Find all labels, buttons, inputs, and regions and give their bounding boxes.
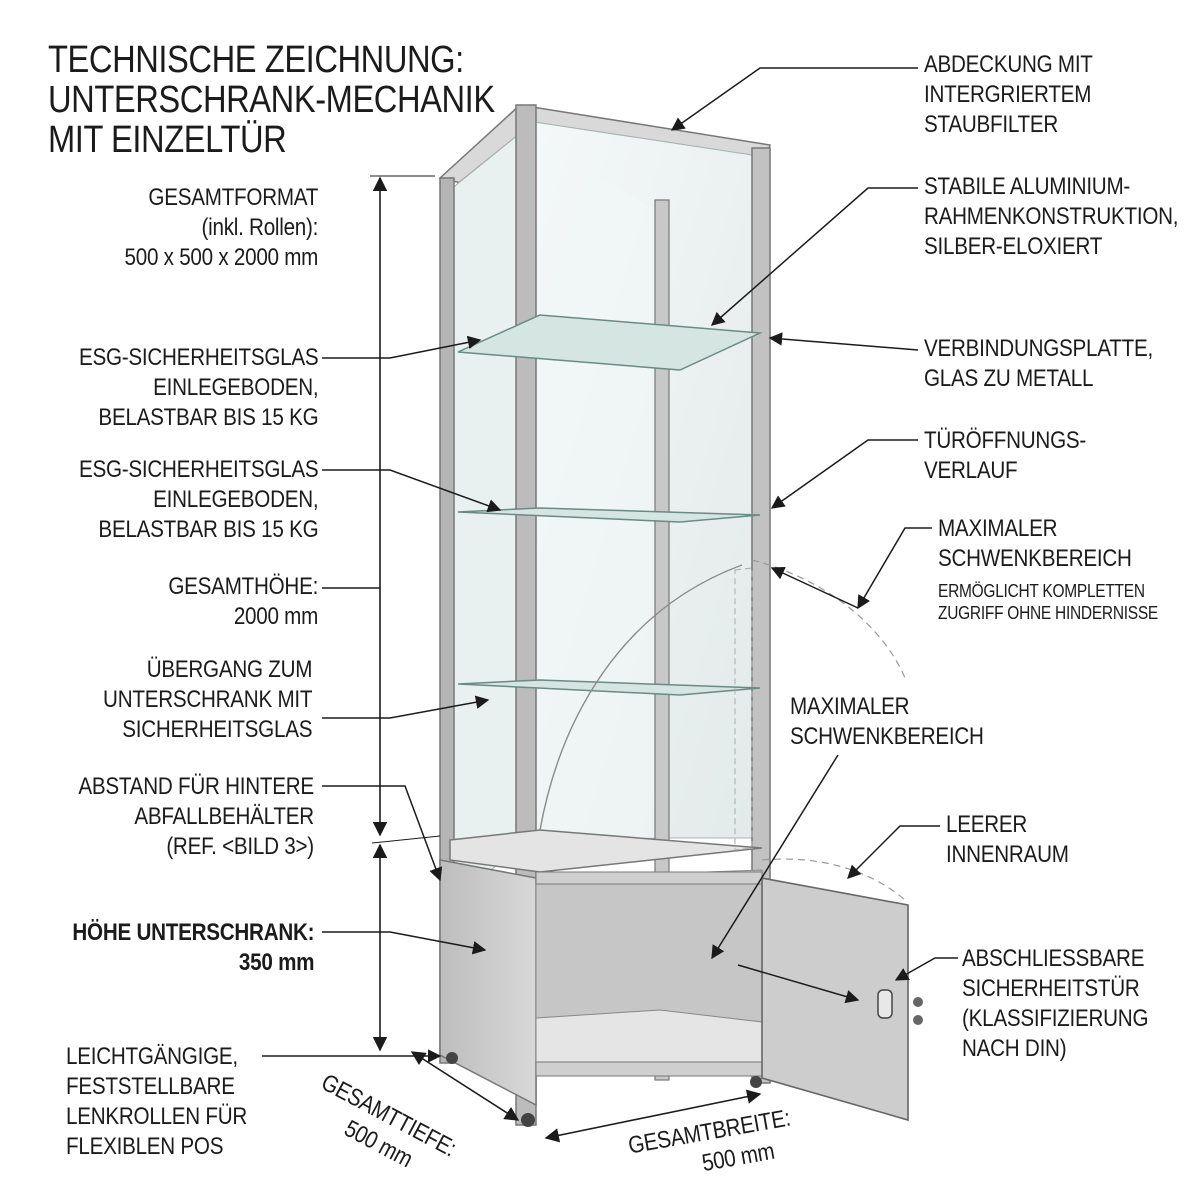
max-swing-arc-upper bbox=[751, 559, 906, 679]
castor-wheel-3 bbox=[750, 1076, 762, 1088]
glass-door-swing-arc bbox=[539, 564, 743, 831]
leader-tueroeffnung bbox=[770, 439, 918, 509]
label-abdeckung: ABDECKUNG MIT INTERGRIERTEM STAUBFILTER bbox=[924, 51, 1093, 138]
label-gesamthoehe: GESAMTHÖHE: 2000 mm bbox=[168, 573, 318, 630]
leader-schwenk-1 bbox=[857, 527, 932, 610]
castor-wheel-2 bbox=[521, 1113, 535, 1127]
base-cabinet-floor bbox=[535, 1009, 763, 1071]
label-sicherheitstuer: ABSCHLIESSBARE SICHERHEITSTÜR (KLASSIFIZ… bbox=[962, 945, 1149, 1062]
leader-abdeckung bbox=[670, 67, 918, 131]
glass-shelf-3 bbox=[457, 679, 761, 696]
label-uebergang: ÜBERGANG ZUM UNTERSCHRANK MIT SICHERHEIT… bbox=[102, 656, 313, 743]
max-swing-arc-lower bbox=[761, 858, 906, 901]
lock-icon-2 bbox=[913, 1015, 923, 1025]
label-hoehe-unterschrank: HÖHE UNTERSCHRANK: 350 mm bbox=[72, 919, 314, 976]
label-glasboden-2: ESG-SICHERHEITSGLAS EINLEGEBODEN, BELAST… bbox=[78, 456, 319, 543]
leader-uebergang bbox=[322, 695, 490, 719]
glass-front-panel bbox=[534, 140, 660, 838]
label-lenkrollen: LEICHTGÄNGIGE, FESTSTELLBARE LENKROLLEN … bbox=[66, 1043, 248, 1160]
base-cabinet-top-rail bbox=[535, 871, 763, 885]
glass-door-swing-ghost bbox=[734, 567, 753, 851]
title-line-2: UNTERSCHRANK-MECHANIK bbox=[48, 79, 495, 121]
leader-glasboden-1 bbox=[322, 335, 482, 359]
leader-tuer bbox=[894, 957, 958, 981]
title-line-3: MIT EINZELTÜR bbox=[48, 119, 287, 161]
glass-shelf-1 bbox=[457, 314, 763, 371]
leader-schwenk-2 bbox=[711, 754, 839, 960]
dim-depth bbox=[410, 1051, 520, 1121]
label-innenraum: LEERER INNENRAUM bbox=[946, 811, 1069, 868]
transition-plate bbox=[449, 829, 763, 873]
label-schwenkbereich-2: MAXIMALER SCHWENKBEREICH bbox=[790, 693, 984, 750]
label-verbindung: VERBINDUNGSPLATTE, GLAS ZU METALL bbox=[924, 335, 1153, 392]
label-tueroeffnung: TÜRÖFFNUNGS- VERLAUF bbox=[924, 427, 1087, 484]
drawing-title: TECHNISCHE ZEICHNUNG: UNTERSCHRANK-MECHA… bbox=[48, 40, 495, 160]
base-cabinet-left-side bbox=[439, 859, 537, 1107]
base-cabinet-door bbox=[761, 877, 909, 1122]
door-handle-icon bbox=[877, 989, 893, 1019]
title-line-1: TECHNISCHE ZEICHNUNG: bbox=[48, 39, 464, 81]
leader-innenraum bbox=[847, 825, 940, 879]
label-schwenkbereich-note: ERMÖGLICHT KOMPLETTEN ZUGRIFF OHNE HINDE… bbox=[938, 581, 1159, 623]
dim-width bbox=[544, 1089, 762, 1143]
base-cabinet-bottom-rail bbox=[535, 1061, 763, 1077]
label-schwenkbereich-1: MAXIMALER SCHWENKBEREICH bbox=[938, 515, 1132, 572]
glass-shelf-2 bbox=[457, 507, 761, 523]
lock-icon bbox=[913, 997, 923, 1007]
castor-wheel-1 bbox=[446, 1052, 458, 1064]
dim-base-height-ext bbox=[371, 835, 441, 844]
leader-rahmen bbox=[710, 187, 918, 326]
leader-hoehe-unterschrank bbox=[322, 931, 487, 955]
leader-verbindung bbox=[768, 332, 919, 351]
label-glasboden-1: ESG-SICHERHEITSGLAS EINLEGEBODEN, BELAST… bbox=[78, 344, 319, 431]
label-abstand: ABSTAND FÜR HINTERE ABFALLBEHÄLTER (REF.… bbox=[78, 773, 314, 860]
leader-innenraum-2 bbox=[737, 964, 860, 1004]
leader-schwenk-1-to-door bbox=[770, 567, 859, 609]
leader-glasboden-2 bbox=[322, 469, 502, 513]
label-rahmen: STABILE ALUMINIUM- RAHMENKONSTRUKTION, S… bbox=[924, 173, 1179, 260]
frame-post-front-right bbox=[654, 199, 670, 1081]
leader-abstand bbox=[322, 785, 443, 882]
label-gesamtformat: GESAMTFORMAT (inkl. Rollen): 500 x 500 x… bbox=[124, 184, 318, 271]
